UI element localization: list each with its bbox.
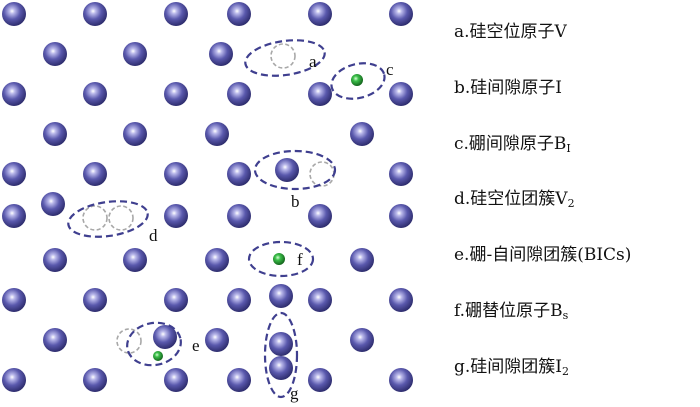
silicon-atom [123, 122, 147, 146]
silicon-atom [227, 368, 251, 392]
silicon-atom [83, 2, 107, 26]
silicon-atom [164, 162, 188, 186]
silicon-atom [164, 2, 188, 26]
ellipse-c [330, 62, 386, 100]
tag-f: f [297, 250, 303, 269]
vacancy-site [309, 161, 335, 187]
silicon-atom [2, 368, 26, 392]
silicon-atom [205, 122, 229, 146]
silicon-atom [308, 82, 332, 106]
silicon-atom [123, 248, 147, 272]
silicon-atom [227, 162, 251, 186]
silicon-atom [41, 192, 65, 216]
silicon-atom [269, 356, 293, 380]
silicon-atom [205, 328, 229, 352]
silicon-atom [164, 368, 188, 392]
silicon-atom [2, 288, 26, 312]
silicon-atom [227, 82, 251, 106]
silicon-atom [43, 122, 67, 146]
ellipse-d [67, 200, 149, 238]
silicon-atom [43, 42, 67, 66]
legend-item-f: f.硼替位原子Bs [454, 301, 569, 322]
vacancy-site [270, 43, 296, 69]
silicon-atom [269, 332, 293, 356]
boron-atom [153, 351, 163, 361]
silicon-atom [308, 2, 332, 26]
boron-atom [351, 74, 363, 86]
silicon-atom [308, 288, 332, 312]
silicon-atom [83, 368, 107, 392]
silicon-atom [83, 162, 107, 186]
silicon-atom [209, 42, 233, 66]
silicon-atom [164, 288, 188, 312]
silicon-atom [227, 288, 251, 312]
ellipse-f [247, 240, 315, 278]
defect-outlines [67, 39, 386, 399]
silicon-atom [43, 328, 67, 352]
tag-d: d [149, 226, 158, 245]
silicon-atom [153, 325, 177, 349]
tag-e: e [192, 336, 200, 355]
silicon-atom [389, 204, 413, 228]
silicon-atom [275, 158, 299, 182]
silicon-atom [389, 82, 413, 106]
silicon-atom [227, 204, 251, 228]
silicon-atom [123, 42, 147, 66]
silicon-atom [164, 82, 188, 106]
legend-item-c: c.硼间隙原子BI [454, 134, 571, 155]
silicon-atom [164, 204, 188, 228]
silicon-atom [350, 248, 374, 272]
legend: a.硅空位原子V b.硅间隙原子I c.硼间隙原子BI d.硅空位团簇V2 e.… [454, 0, 700, 407]
lattice-diagram: a c b d f e g [2, 2, 413, 403]
tag-g: g [290, 384, 299, 403]
silicon-atom [2, 2, 26, 26]
ellipse-g [263, 311, 299, 399]
silicon-atom [205, 248, 229, 272]
vacancy-site [108, 205, 134, 231]
tag-a: a [309, 52, 317, 71]
silicon-atom [350, 122, 374, 146]
legend-item-b: b.硅间隙原子I [454, 78, 563, 98]
ellipse-b [253, 149, 337, 191]
silicon-atom [2, 82, 26, 106]
silicon-atom [2, 162, 26, 186]
silicon-atom [43, 248, 67, 272]
ellipse-a [244, 39, 326, 77]
silicon-atom [308, 368, 332, 392]
silicon-atom [389, 288, 413, 312]
tag-b: b [291, 192, 300, 211]
silicon-atom [269, 284, 293, 308]
silicon-atom [389, 368, 413, 392]
silicon-atom [389, 162, 413, 186]
silicon-atom [227, 2, 251, 26]
legend-item-e: e.硼-自间隙团簇(BICs) [454, 245, 632, 265]
legend-item-a: a.硅空位原子V [454, 22, 567, 42]
silicon-atom [2, 204, 26, 228]
silicon-atom [350, 328, 374, 352]
silicon-atom [389, 2, 413, 26]
legend-item-g: g.硅间隙团簇I2 [454, 357, 570, 378]
ellipse-e [126, 321, 182, 367]
vacancy-site [116, 328, 142, 354]
tag-c: c [386, 60, 394, 79]
boron-atoms [153, 74, 363, 361]
defect-tags: a c b d f e g [149, 52, 394, 403]
silicon-atom [308, 204, 332, 228]
boron-atom [273, 253, 285, 265]
vacancy-site [82, 205, 108, 231]
silicon-atom [83, 82, 107, 106]
legend-item-d: d.硅空位团簇V2 [454, 189, 575, 210]
silicon-atoms [2, 2, 413, 392]
silicon-atom [83, 288, 107, 312]
